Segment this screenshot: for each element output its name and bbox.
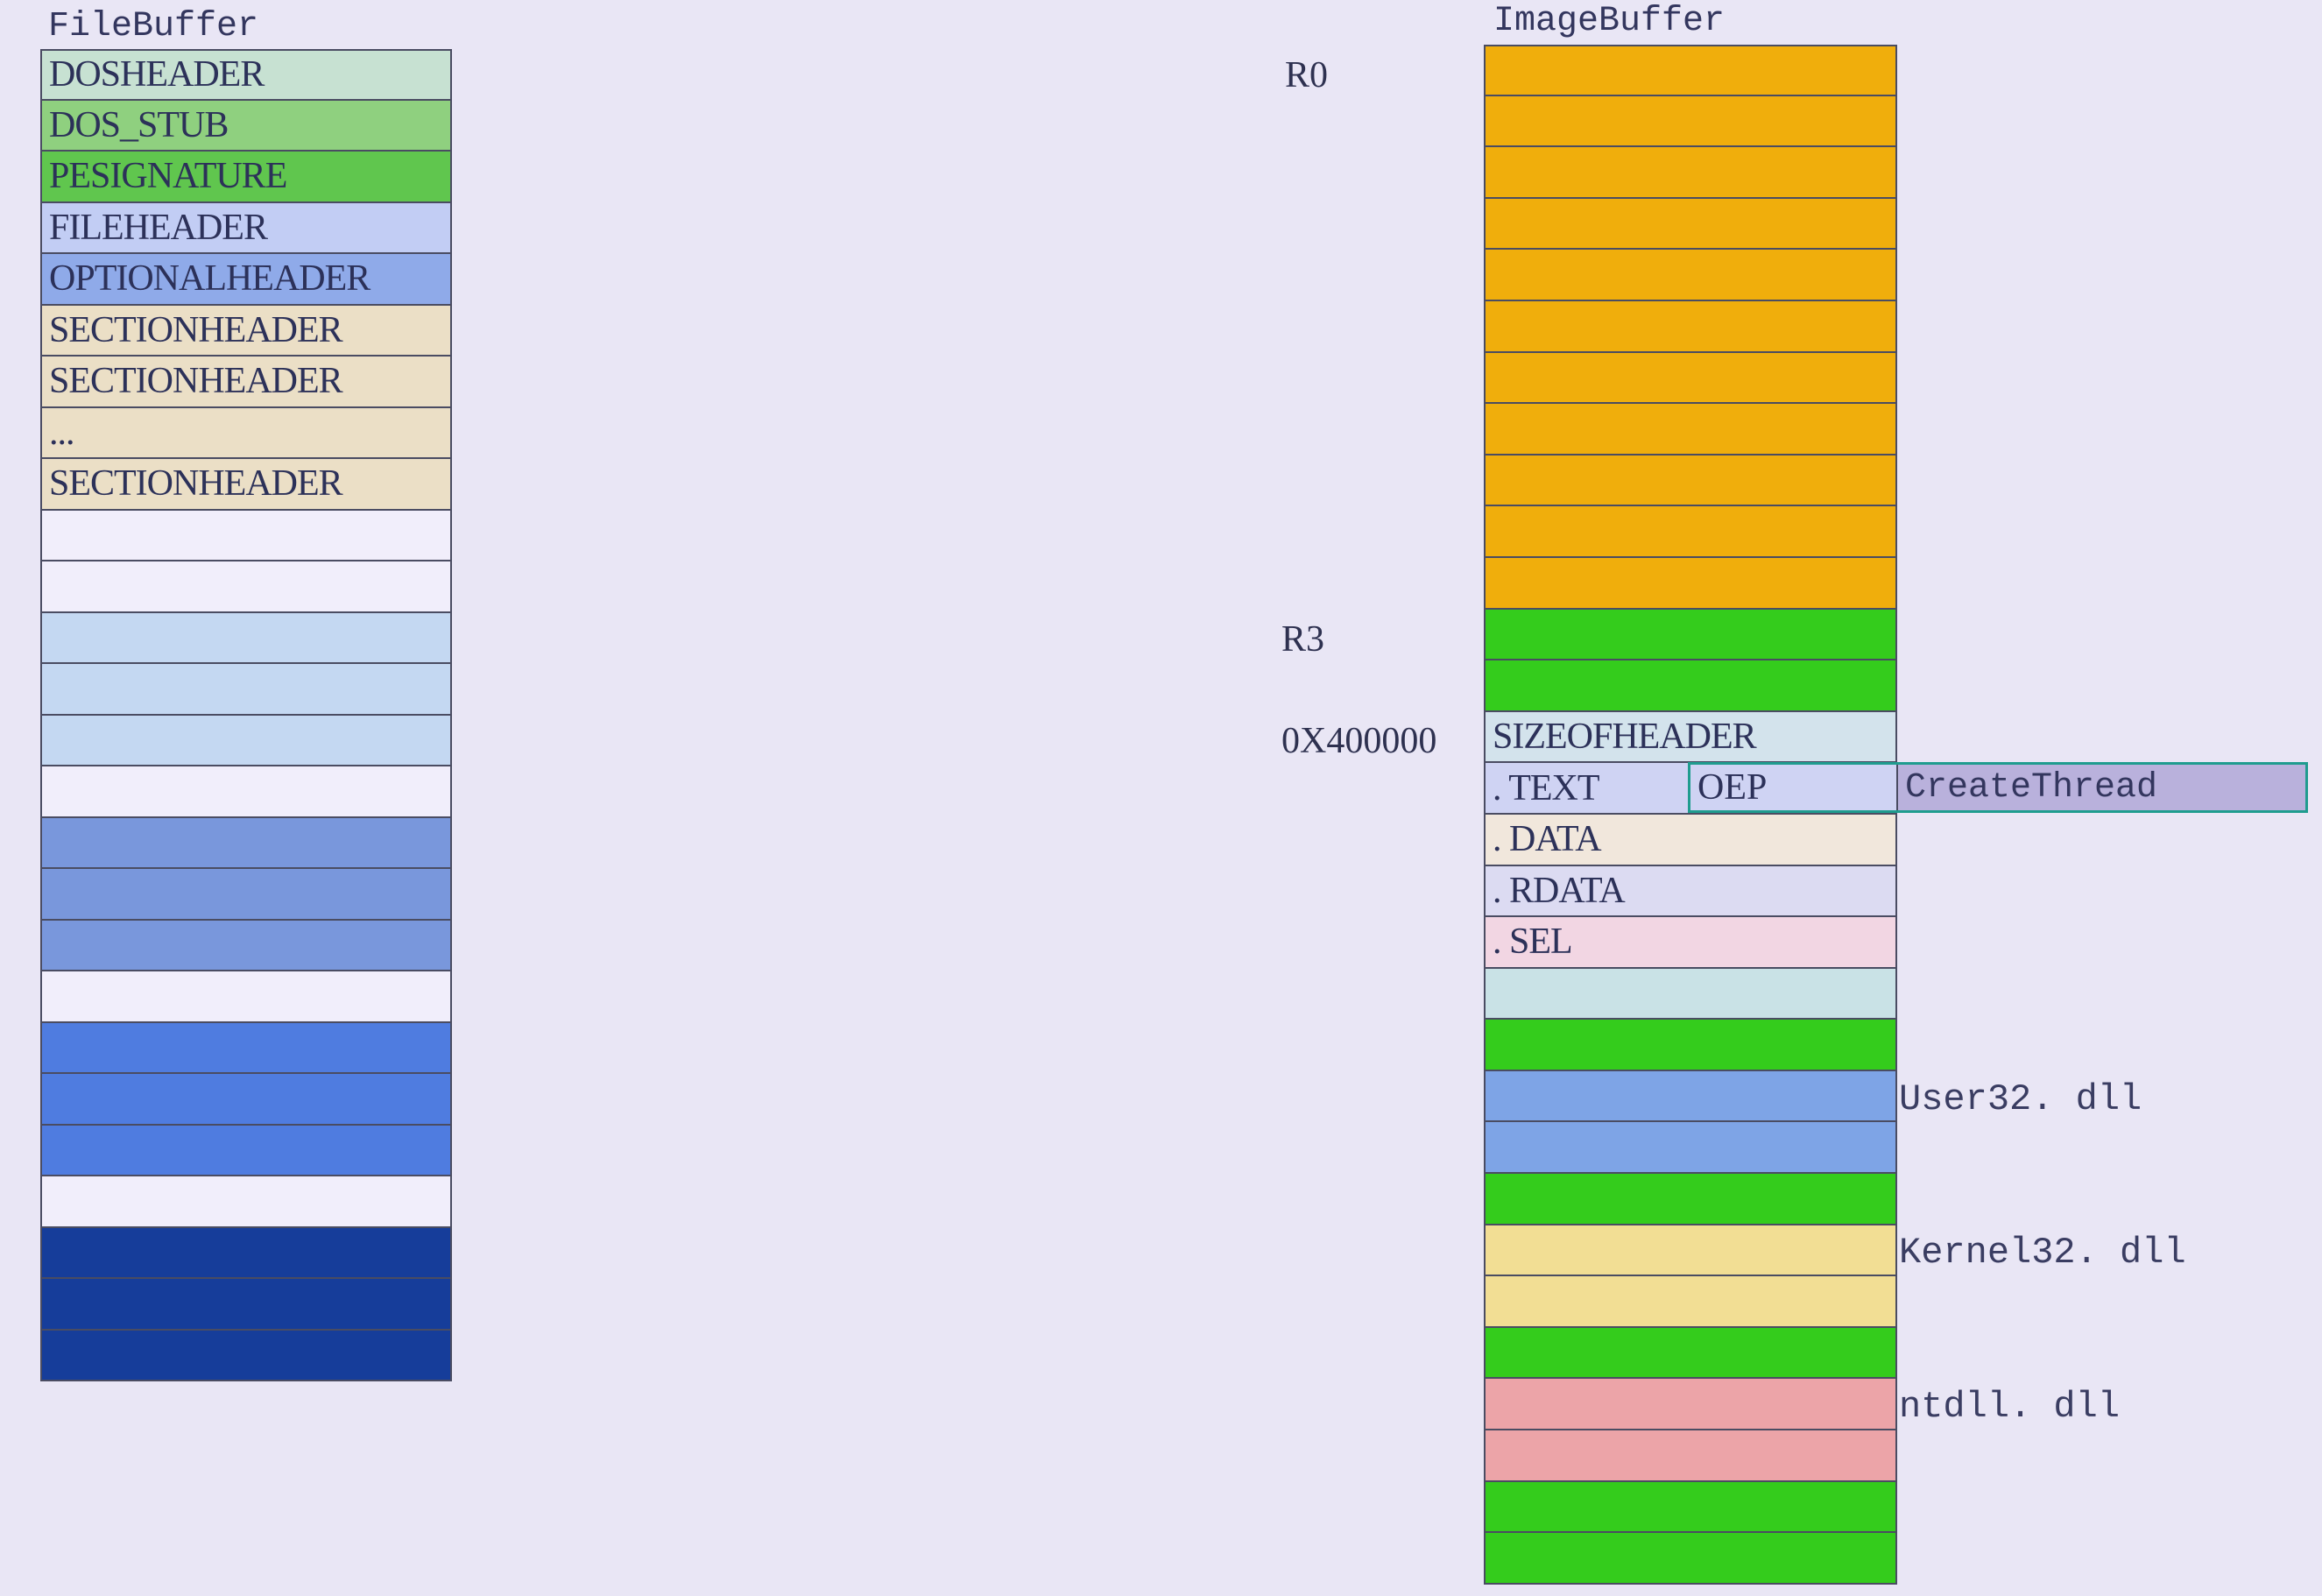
imagebuffer-row: . DATA [1484, 814, 1897, 866]
filebuffer-row: SECTIONHEADER [40, 459, 452, 511]
image-base-address-label: 0X400000 [1281, 721, 1437, 761]
filebuffer-row [40, 817, 452, 869]
imagebuffer-row [1484, 352, 1897, 405]
imagebuffer-row [1484, 1276, 1897, 1328]
imagebuffer-row [1484, 455, 1897, 507]
filebuffer-row [40, 510, 452, 561]
filebuffer-row [40, 1330, 452, 1381]
filebuffer-row [40, 766, 452, 818]
filebuffer-row [40, 1227, 452, 1279]
imagebuffer-row [1484, 968, 1897, 1020]
user32-dll-label: User32. dll [1899, 1078, 2142, 1120]
imagebuffer-row [1484, 1481, 1897, 1534]
imagebuffer-row [1484, 506, 1897, 558]
filebuffer-row: PESIGNATURE [40, 152, 452, 203]
imagebuffer-column: SIZEOFHEADER. TEXT. DATA. RDATA. SEL [1484, 45, 1897, 1585]
filebuffer-row: SECTIONHEADER [40, 357, 452, 408]
filebuffer-row [40, 920, 452, 971]
filebuffer-row [40, 1125, 452, 1176]
filebuffer-row [40, 869, 452, 921]
imagebuffer-row [1484, 1430, 1897, 1482]
imagebuffer-row [1484, 1122, 1897, 1175]
imagebuffer-row [1484, 660, 1897, 712]
imagebuffer-row [1484, 45, 1897, 96]
kernel32-dll-label: Kernel32. dll [1899, 1232, 2186, 1274]
filebuffer-row [40, 1279, 452, 1331]
r3-label: R3 [1281, 619, 1325, 660]
imagebuffer-row [1484, 250, 1897, 301]
filebuffer-row: FILEHEADER [40, 202, 452, 254]
filebuffer-row [40, 1022, 452, 1074]
imagebuffer-row [1484, 1070, 1897, 1123]
filebuffer-row: ... [40, 407, 452, 459]
filebuffer-title: FileBuffer [48, 7, 259, 46]
imagebuffer-row [1484, 1225, 1897, 1277]
filebuffer-row [40, 664, 452, 716]
filebuffer-row: DOS_STUB [40, 100, 452, 152]
filebuffer-row [40, 1074, 452, 1126]
oep-createthread-box: OEP CreateThread [1688, 762, 2308, 813]
imagebuffer-row [1484, 404, 1897, 455]
r0-label: R0 [1285, 55, 1329, 95]
filebuffer-row: OPTIONALHEADER [40, 254, 452, 306]
imagebuffer-row [1484, 1327, 1897, 1380]
imagebuffer-row [1484, 1020, 1897, 1071]
imagebuffer-row [1484, 300, 1897, 353]
filebuffer-row [40, 612, 452, 664]
imagebuffer-row [1484, 1379, 1897, 1431]
filebuffer-row: SECTIONHEADER [40, 305, 452, 357]
createthread-label: CreateThread [1898, 765, 2305, 810]
filebuffer-row [40, 561, 452, 613]
imagebuffer-row [1484, 198, 1897, 251]
filebuffer-row: DOSHEADER [40, 49, 452, 101]
filebuffer-row [40, 971, 452, 1023]
imagebuffer-row: . SEL [1484, 917, 1897, 969]
imagebuffer-row [1484, 95, 1897, 148]
imagebuffer-row [1484, 609, 1897, 661]
imagebuffer-row: . RDATA [1484, 865, 1897, 918]
imagebuffer-row [1484, 1174, 1897, 1225]
filebuffer-row [40, 715, 452, 766]
imagebuffer-row [1484, 1533, 1897, 1585]
imagebuffer-title: ImageBuffer [1493, 2, 1726, 41]
imagebuffer-row [1484, 147, 1897, 199]
ntdll-dll-label: ntdll. dll [1899, 1386, 2121, 1428]
imagebuffer-row [1484, 557, 1897, 610]
filebuffer-row [40, 1176, 452, 1228]
oep-label: OEP [1690, 765, 1898, 810]
imagebuffer-row: SIZEOFHEADER [1484, 711, 1897, 764]
